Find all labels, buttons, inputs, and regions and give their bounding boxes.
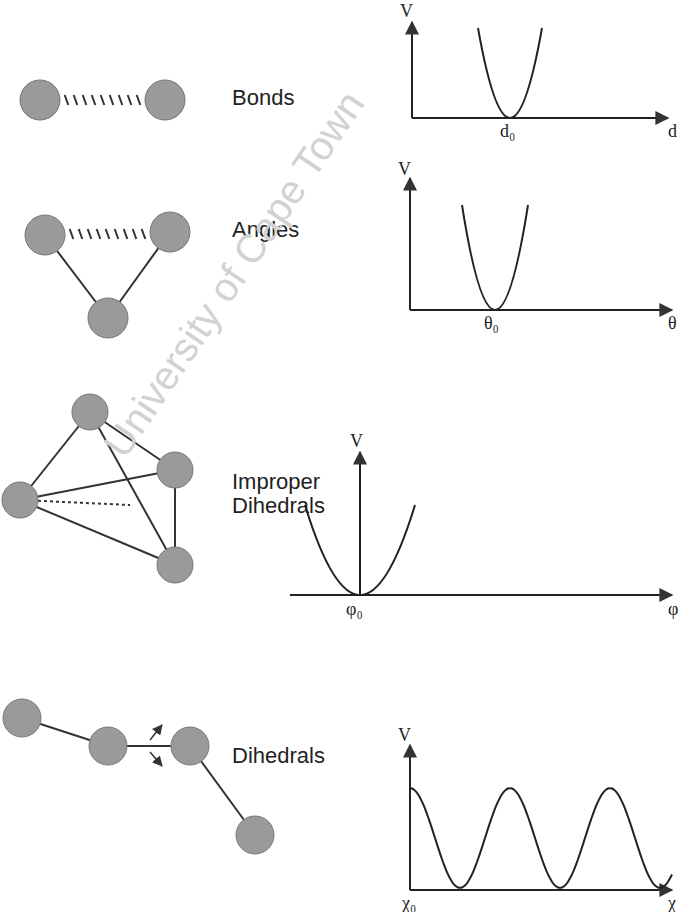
axis-label: V bbox=[400, 2, 413, 22]
term-label: Dihedrals bbox=[232, 744, 325, 768]
axis-label: d₀ bbox=[500, 122, 515, 142]
term-label: Improper Dihedrals bbox=[232, 470, 344, 518]
axis-label: φ₀ bbox=[346, 600, 363, 620]
axis-label: φ bbox=[668, 600, 678, 620]
axis-label: θ₀ bbox=[484, 314, 499, 334]
watermark: University of Cape Town bbox=[95, 83, 372, 465]
axis-label: V bbox=[398, 160, 411, 180]
axis-label: V bbox=[398, 726, 411, 746]
term-label: Bonds bbox=[232, 86, 294, 110]
axis-label: θ bbox=[668, 314, 677, 334]
axis-label: χ₀ bbox=[402, 894, 416, 912]
axis-label: χ bbox=[668, 894, 676, 912]
axis-label: d bbox=[668, 122, 677, 142]
axis-label: V bbox=[350, 432, 363, 452]
